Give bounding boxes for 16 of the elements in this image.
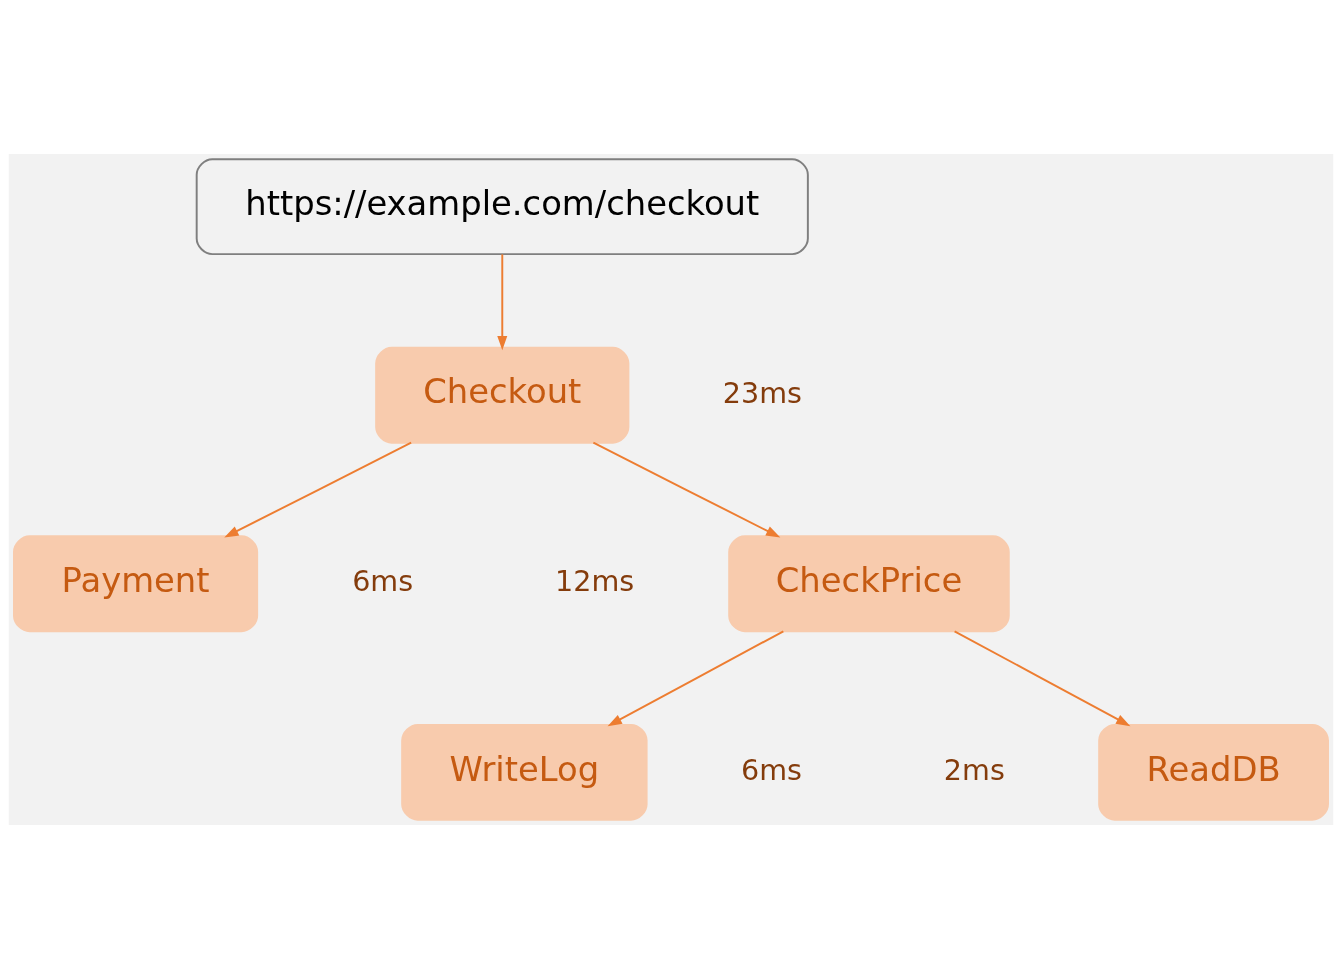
- arrow: [497, 252, 508, 350]
- arrow: [607, 629, 785, 726]
- node-box: Payment: [13, 534, 259, 632]
- node-label: 12ms: [555, 563, 635, 598]
- node-box: CheckPrice: [728, 534, 1010, 632]
- arrow: [953, 629, 1131, 726]
- node-label: 6ms: [352, 563, 414, 598]
- node-label: 23ms: [722, 375, 802, 409]
- node-box: Checkout: [375, 346, 630, 444]
- node-box: WriteLog: [401, 723, 648, 821]
- node-box: ReadDB: [1098, 723, 1329, 821]
- node-box: https://example.com/checkout: [195, 157, 809, 255]
- node-label: 6ms: [740, 752, 802, 787]
- arrow: [224, 441, 413, 537]
- arrow: [592, 441, 781, 537]
- node-label: 2ms: [943, 752, 1005, 787]
